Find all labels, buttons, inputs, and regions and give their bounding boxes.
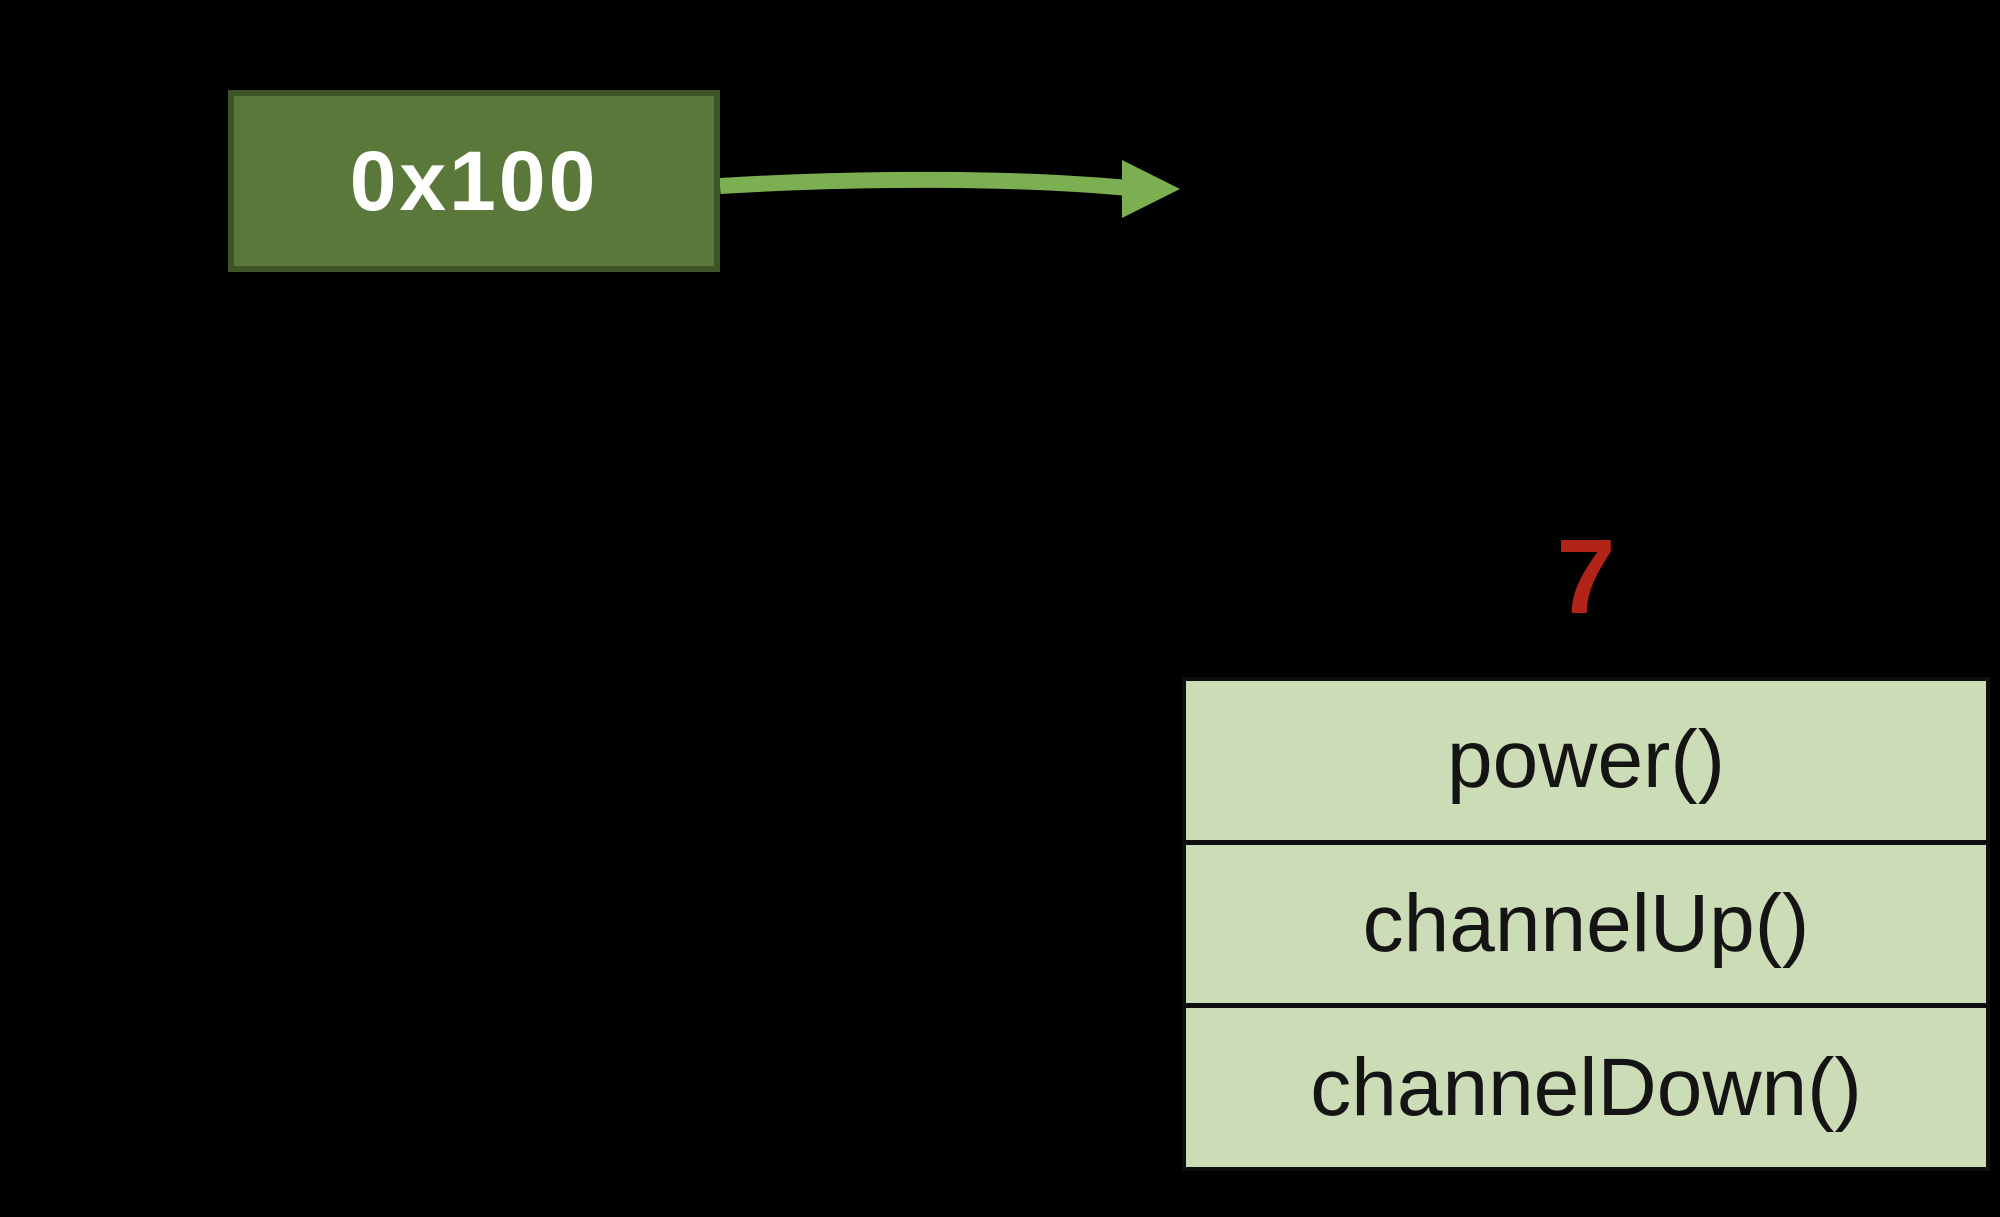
method-table: power() channelUp() channelDown(): [1182, 677, 1990, 1171]
table-row: channelUp(): [1186, 839, 1986, 1004]
pointer-address-box: 0x100: [228, 90, 720, 272]
table-row: channelDown(): [1186, 1003, 1986, 1167]
arrow-head: [1122, 160, 1180, 218]
channel-value-annotation: 7: [1556, 518, 1616, 636]
pointer-address-label: 0x100: [349, 134, 599, 228]
arrow-shaft: [720, 171, 1129, 196]
method-label-channel-up: channelUp(): [1362, 878, 1810, 969]
pointer-arrow-icon: [720, 160, 1180, 218]
method-label-power: power(): [1447, 714, 1725, 806]
method-label-channel-down: channelDown(): [1310, 1041, 1862, 1133]
table-row: power(): [1186, 681, 1986, 840]
